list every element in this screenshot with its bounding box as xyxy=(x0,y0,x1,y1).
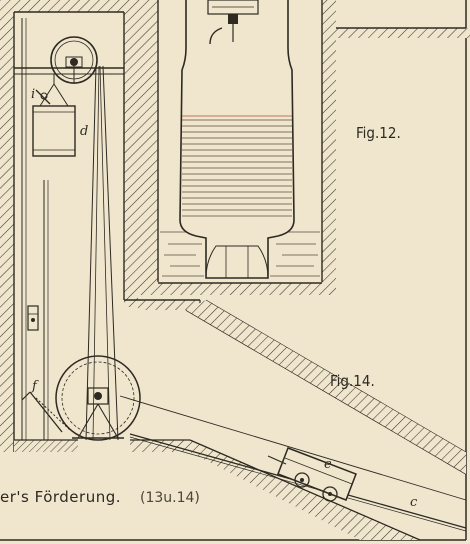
plate-caption-figure-ref: (13u.14) xyxy=(140,490,200,506)
plate-caption: er's Förderung. xyxy=(0,488,121,506)
head-pulley xyxy=(50,36,98,84)
pump-vessel xyxy=(179,0,295,279)
fig12-label: Fig.12. xyxy=(356,124,401,142)
tank-wall-right xyxy=(322,0,336,290)
hook-i xyxy=(35,89,51,105)
incline-figure: Fig.14. e c xyxy=(35,299,467,541)
vessel-water xyxy=(182,115,292,217)
lever-f xyxy=(21,391,63,433)
vessel-valve xyxy=(207,0,259,45)
haul-rope xyxy=(119,395,467,501)
tank-figure: Fig.12. xyxy=(138,0,470,295)
shaft-roof xyxy=(0,0,138,12)
counterweight xyxy=(27,305,39,331)
part-label-f: f xyxy=(31,379,39,394)
fig14-label: Fig.14. xyxy=(330,372,375,390)
tank-wall-left xyxy=(138,0,158,290)
winding-drum xyxy=(55,355,141,441)
mine-tub xyxy=(267,447,357,502)
shaft-wall-right xyxy=(124,12,138,307)
incline-lower-rock xyxy=(130,440,420,540)
tank-floor xyxy=(138,283,336,295)
part-label-c: c xyxy=(410,495,418,510)
part-label-e: e xyxy=(324,457,332,472)
part-label-d: d xyxy=(80,124,88,139)
shaft-figure: i d f xyxy=(0,0,138,452)
top-ledge xyxy=(336,28,470,38)
shaft-wall-left xyxy=(0,12,14,452)
part-label-i: i xyxy=(31,87,35,102)
shaft-floor xyxy=(14,440,78,452)
